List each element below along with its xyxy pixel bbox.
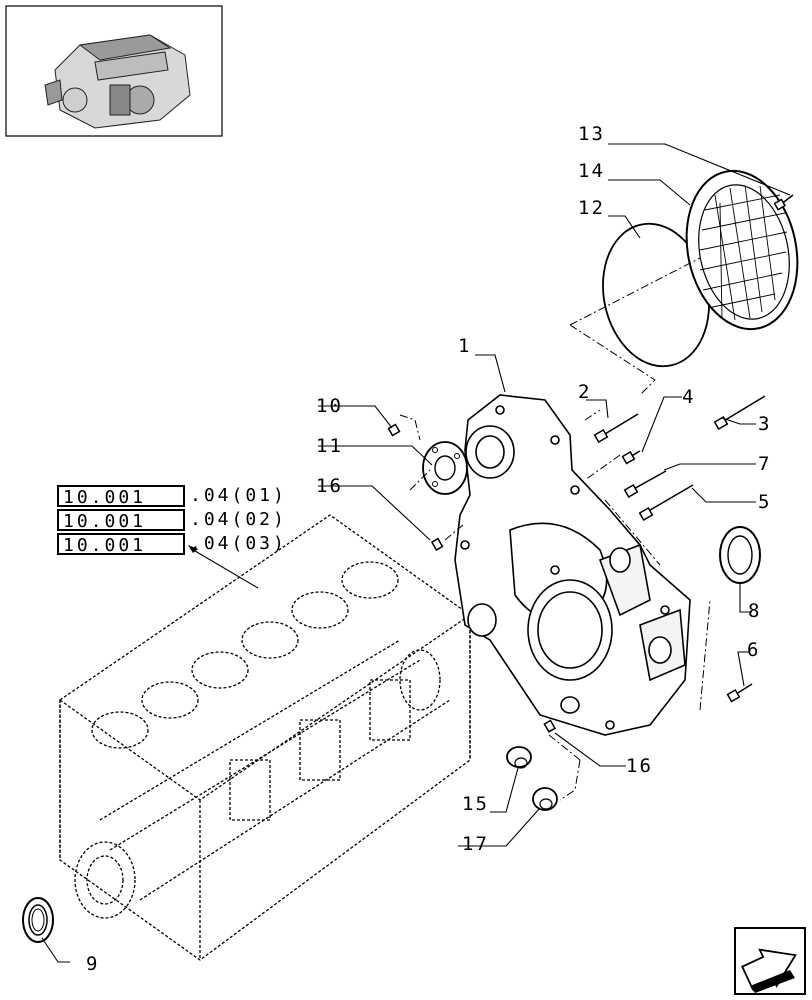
callout-8: 8 [748,600,761,622]
bolt-3 [713,395,766,430]
callout-13: 13 [578,123,605,145]
callout-3: 3 [758,413,771,435]
callout-15: 15 [462,793,489,815]
flywheel-housing [454,394,691,736]
callout-16-upper: 16 [316,475,343,497]
reference-link-1[interactable]: 10.001 [57,485,185,508]
plate-11 [422,441,468,495]
reference-arrowhead [188,545,198,553]
inspection-cover-14 [685,169,799,331]
oil-seal-8 [719,526,761,584]
callout-14: 14 [578,160,605,182]
reference-link-3[interactable]: 10.001 [57,533,185,556]
stud-16a [430,537,444,551]
reference-link-2[interactable]: 10.001 [57,509,185,532]
callout-16-lower: 16 [626,755,653,777]
reference-suffix-2: .04(02) [190,509,287,530]
callout-10: 10 [316,395,343,417]
bolt-5 [638,484,694,521]
bolt-6 [726,683,753,703]
callout-1: 1 [458,335,471,357]
callout-4: 4 [682,386,695,408]
assembly-lines [399,257,711,801]
callout-9: 9 [86,953,99,975]
plug-17 [532,787,558,811]
screw-13 [773,194,794,211]
callout-6: 6 [747,639,760,661]
plug-15 [506,746,532,769]
callout-11: 11 [316,435,343,457]
callout-labels: 13 14 12 1 2 4 3 7 5 10 11 16 8 6 16 15 … [86,123,771,975]
bolt-7 [623,470,667,498]
navigation-arrow-icon[interactable] [734,927,806,996]
callout-7: 7 [758,453,771,475]
leader-lines [41,143,791,963]
callout-2: 2 [578,381,591,403]
seal-ring-9 [22,897,54,943]
reference-suffix-1: .04(01) [190,485,287,506]
callout-5: 5 [758,491,771,513]
cylinder-block [59,514,471,961]
bolt-2 [593,413,639,443]
engine-thumbnail [5,5,223,137]
stud-16b [543,719,556,733]
callout-17: 17 [462,833,489,855]
reference-suffix-3: .04(03) [190,533,287,554]
screw-4 [621,450,641,465]
callout-12: 12 [578,197,605,219]
